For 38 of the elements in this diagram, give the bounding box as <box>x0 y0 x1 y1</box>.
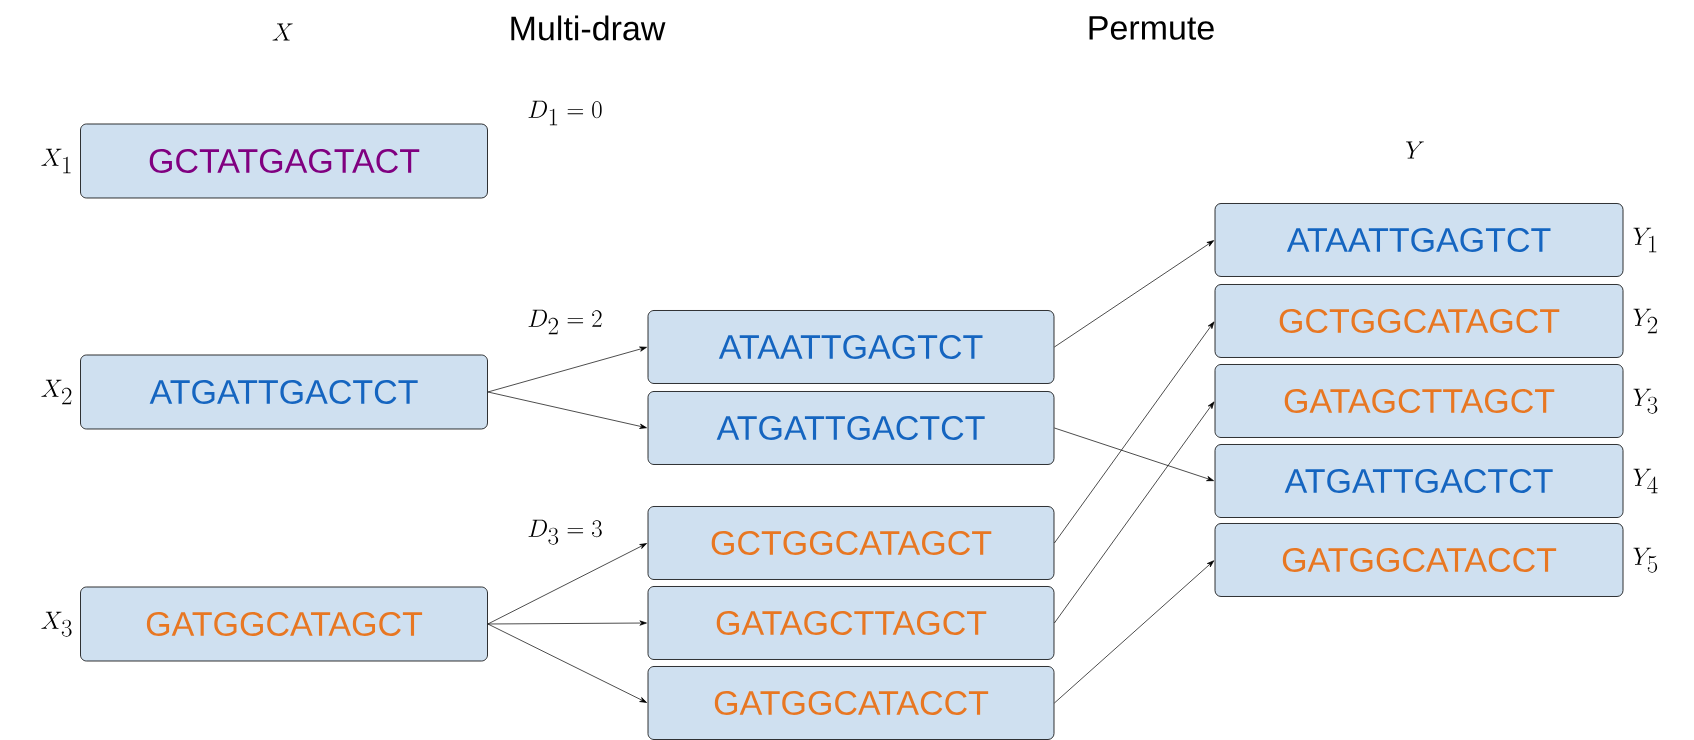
sequence-label: $Y_4$ <box>1633 468 1658 494</box>
arrow <box>487 623 647 703</box>
sequence-label: $Y_5$ <box>1633 547 1658 573</box>
arrow <box>1054 240 1215 348</box>
distance-label: $D_2 = 2$ <box>528 309 602 335</box>
distance-label: $D_1 = 0$ <box>528 100 602 126</box>
sequence-box: ATAATTGAGTCT <box>647 310 1055 384</box>
sequence-box: ATGATTGACTCT <box>80 354 488 430</box>
sequence-box: GCTGGCATAGCT <box>647 506 1055 580</box>
sequence-box: ATGATTGACTCT <box>647 391 1055 465</box>
sequence-label: $Y_1$ <box>1633 227 1657 253</box>
column-heading: Permute <box>1089 16 1214 40</box>
column-heading: $Y$ <box>1406 141 1424 159</box>
sequence-label: $Y_2$ <box>1633 308 1658 334</box>
sequence-box: ATGATTGACTCT <box>1214 444 1624 518</box>
distance-label: $D_3 = 3$ <box>528 519 602 545</box>
sequence-box: GATAGCTTAGCT <box>647 586 1055 660</box>
arrow <box>1054 321 1215 544</box>
sequence-label: $X_1$ <box>41 148 71 174</box>
arrow <box>1054 427 1214 482</box>
arrow <box>487 391 647 429</box>
arrow <box>487 346 647 393</box>
column-heading: $X$ <box>272 23 293 41</box>
column-heading: Multi-draw <box>511 15 666 41</box>
sequence-box: GATGGCATAGCT <box>80 586 488 662</box>
sequence-label: $X_2$ <box>41 379 72 405</box>
sequence-box: ATAATTGAGTCT <box>1214 203 1624 277</box>
sequence-box: GCTATGAGTACT <box>80 123 488 199</box>
sequence-label: $X_3$ <box>41 611 72 637</box>
arrow <box>1054 401 1215 624</box>
sequence-box: GATAGCTTAGCT <box>1214 364 1624 438</box>
sequence-box: GATGGCATACCT <box>1214 523 1624 597</box>
arrow <box>1054 560 1215 704</box>
arrow <box>487 543 647 625</box>
sequence-box: GATGGCATACCT <box>647 666 1055 740</box>
sequence-label: $Y_3$ <box>1633 388 1658 414</box>
sequence-box: GCTGGCATAGCT <box>1214 284 1624 358</box>
arrow <box>487 620 647 626</box>
